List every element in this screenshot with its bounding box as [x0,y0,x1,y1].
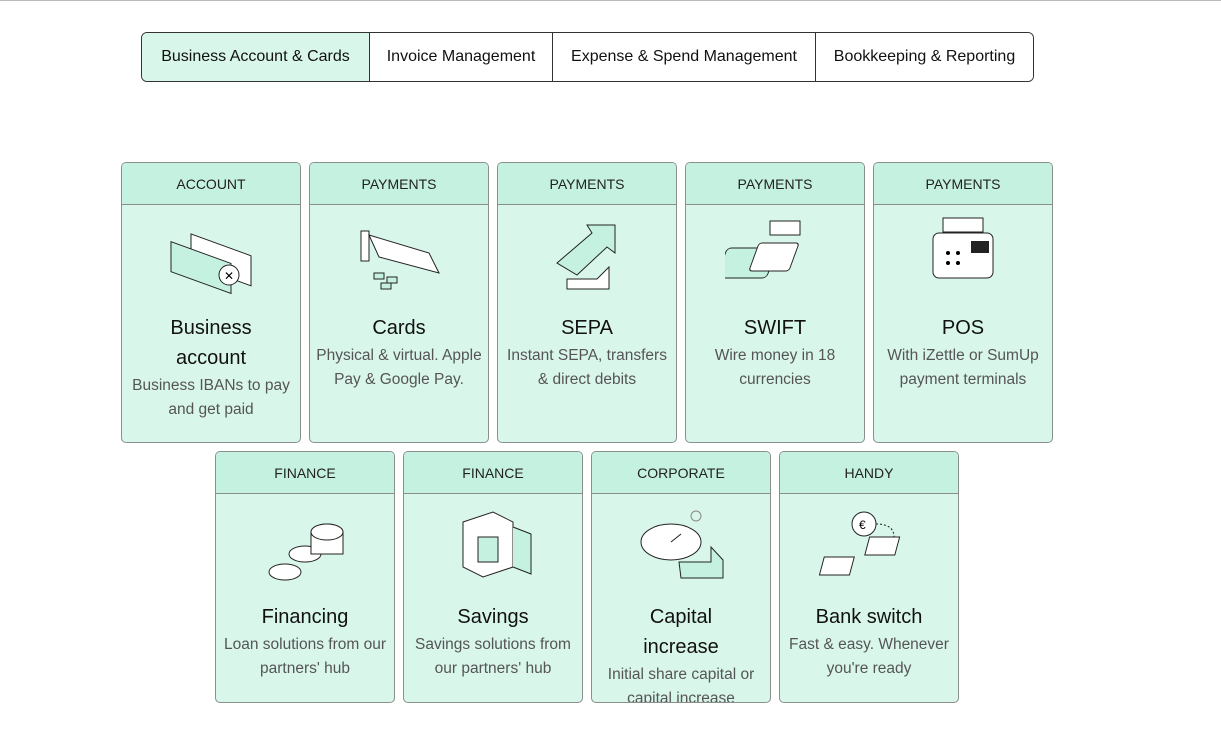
tab-expense-spend-management[interactable]: Expense & Spend Management [553,33,816,81]
tab-bookkeeping-reporting[interactable]: Bookkeeping & Reporting [816,33,1033,81]
safe-icon [404,494,582,594]
product-card-swift[interactable]: PAYMENTS SWIFT Wire money in 18 currenci… [685,162,865,443]
card-description: Savings solutions from our partners' hub [415,636,571,677]
card-terminal-icon [310,205,488,305]
card-title: Capital increase [643,606,719,658]
card-category: FINANCE [404,452,582,494]
card-title: Business account [170,317,252,369]
product-card-capital-increase[interactable]: CORPORATE Capital increase Initial share… [591,451,771,703]
product-card-bank-switch[interactable]: HANDY € Bank switch Fast & easy. Wheneve… [779,451,959,703]
card-category: PAYMENTS [310,163,488,205]
transfer-arrows-icon [498,205,676,305]
card-title: POS [941,317,985,339]
product-card-pos[interactable]: PAYMENTS POS With iZettle or SumUp payme… [873,162,1053,443]
tab-invoice-management[interactable]: Invoice Management [370,33,553,81]
pos-terminal-icon [874,205,1052,305]
card-category: FINANCE [216,452,394,494]
card-title: SEPA [561,317,613,339]
product-card-savings[interactable]: FINANCE Savings Savings solutions from o… [403,451,583,703]
card-category: PAYMENTS [498,163,676,205]
card-title: Financing [261,606,349,628]
phones-wire-icon [686,205,864,305]
product-tabs: Business Account & Cards Invoice Managem… [141,32,1034,82]
card-category: PAYMENTS [686,163,864,205]
product-card-financing[interactable]: FINANCE Financing Loan solutions from ou… [215,451,395,703]
product-card-sepa[interactable]: PAYMENTS SEPA Instant SEPA, transfers & … [497,162,677,443]
card-category: ACCOUNT [122,163,300,205]
coins-stack-icon [216,494,394,594]
card-category: HANDY [780,452,958,494]
card-description: Fast & easy. Whenever you're ready [789,636,949,677]
product-card-cards[interactable]: PAYMENTS Cards Physical & virtual. Apple… [309,162,489,443]
svg-text:€: € [859,518,866,532]
card-description: With iZettle or SumUp payment terminals [887,347,1039,388]
card-title: Bank switch [815,606,923,628]
card-description: Wire money in 18 currencies [714,347,836,388]
card-description: Instant SEPA, transfers & direct debits [507,347,667,388]
card-title: Cards [372,317,426,339]
card-description: Physical & virtual. Apple Pay & Google P… [316,347,482,388]
svg-text:✕: ✕ [224,269,234,283]
card-title: SWIFT [743,317,807,339]
bank-switch-icon: € [780,494,958,594]
card-category: PAYMENTS [874,163,1052,205]
tab-business-account-cards[interactable]: Business Account & Cards [142,33,370,81]
product-card-business-account[interactable]: ACCOUNT ✕ Business account Business IBAN… [121,162,301,443]
card-title: Savings [457,606,529,628]
iban-cards-icon: ✕ [122,205,300,305]
card-description: Initial share capital or capital increas… [607,666,755,703]
card-description: Business IBANs to pay and get paid [132,377,290,418]
card-category: CORPORATE [592,452,770,494]
stopwatch-icon [592,494,770,594]
card-description: Loan solutions from our partners' hub [224,636,386,677]
